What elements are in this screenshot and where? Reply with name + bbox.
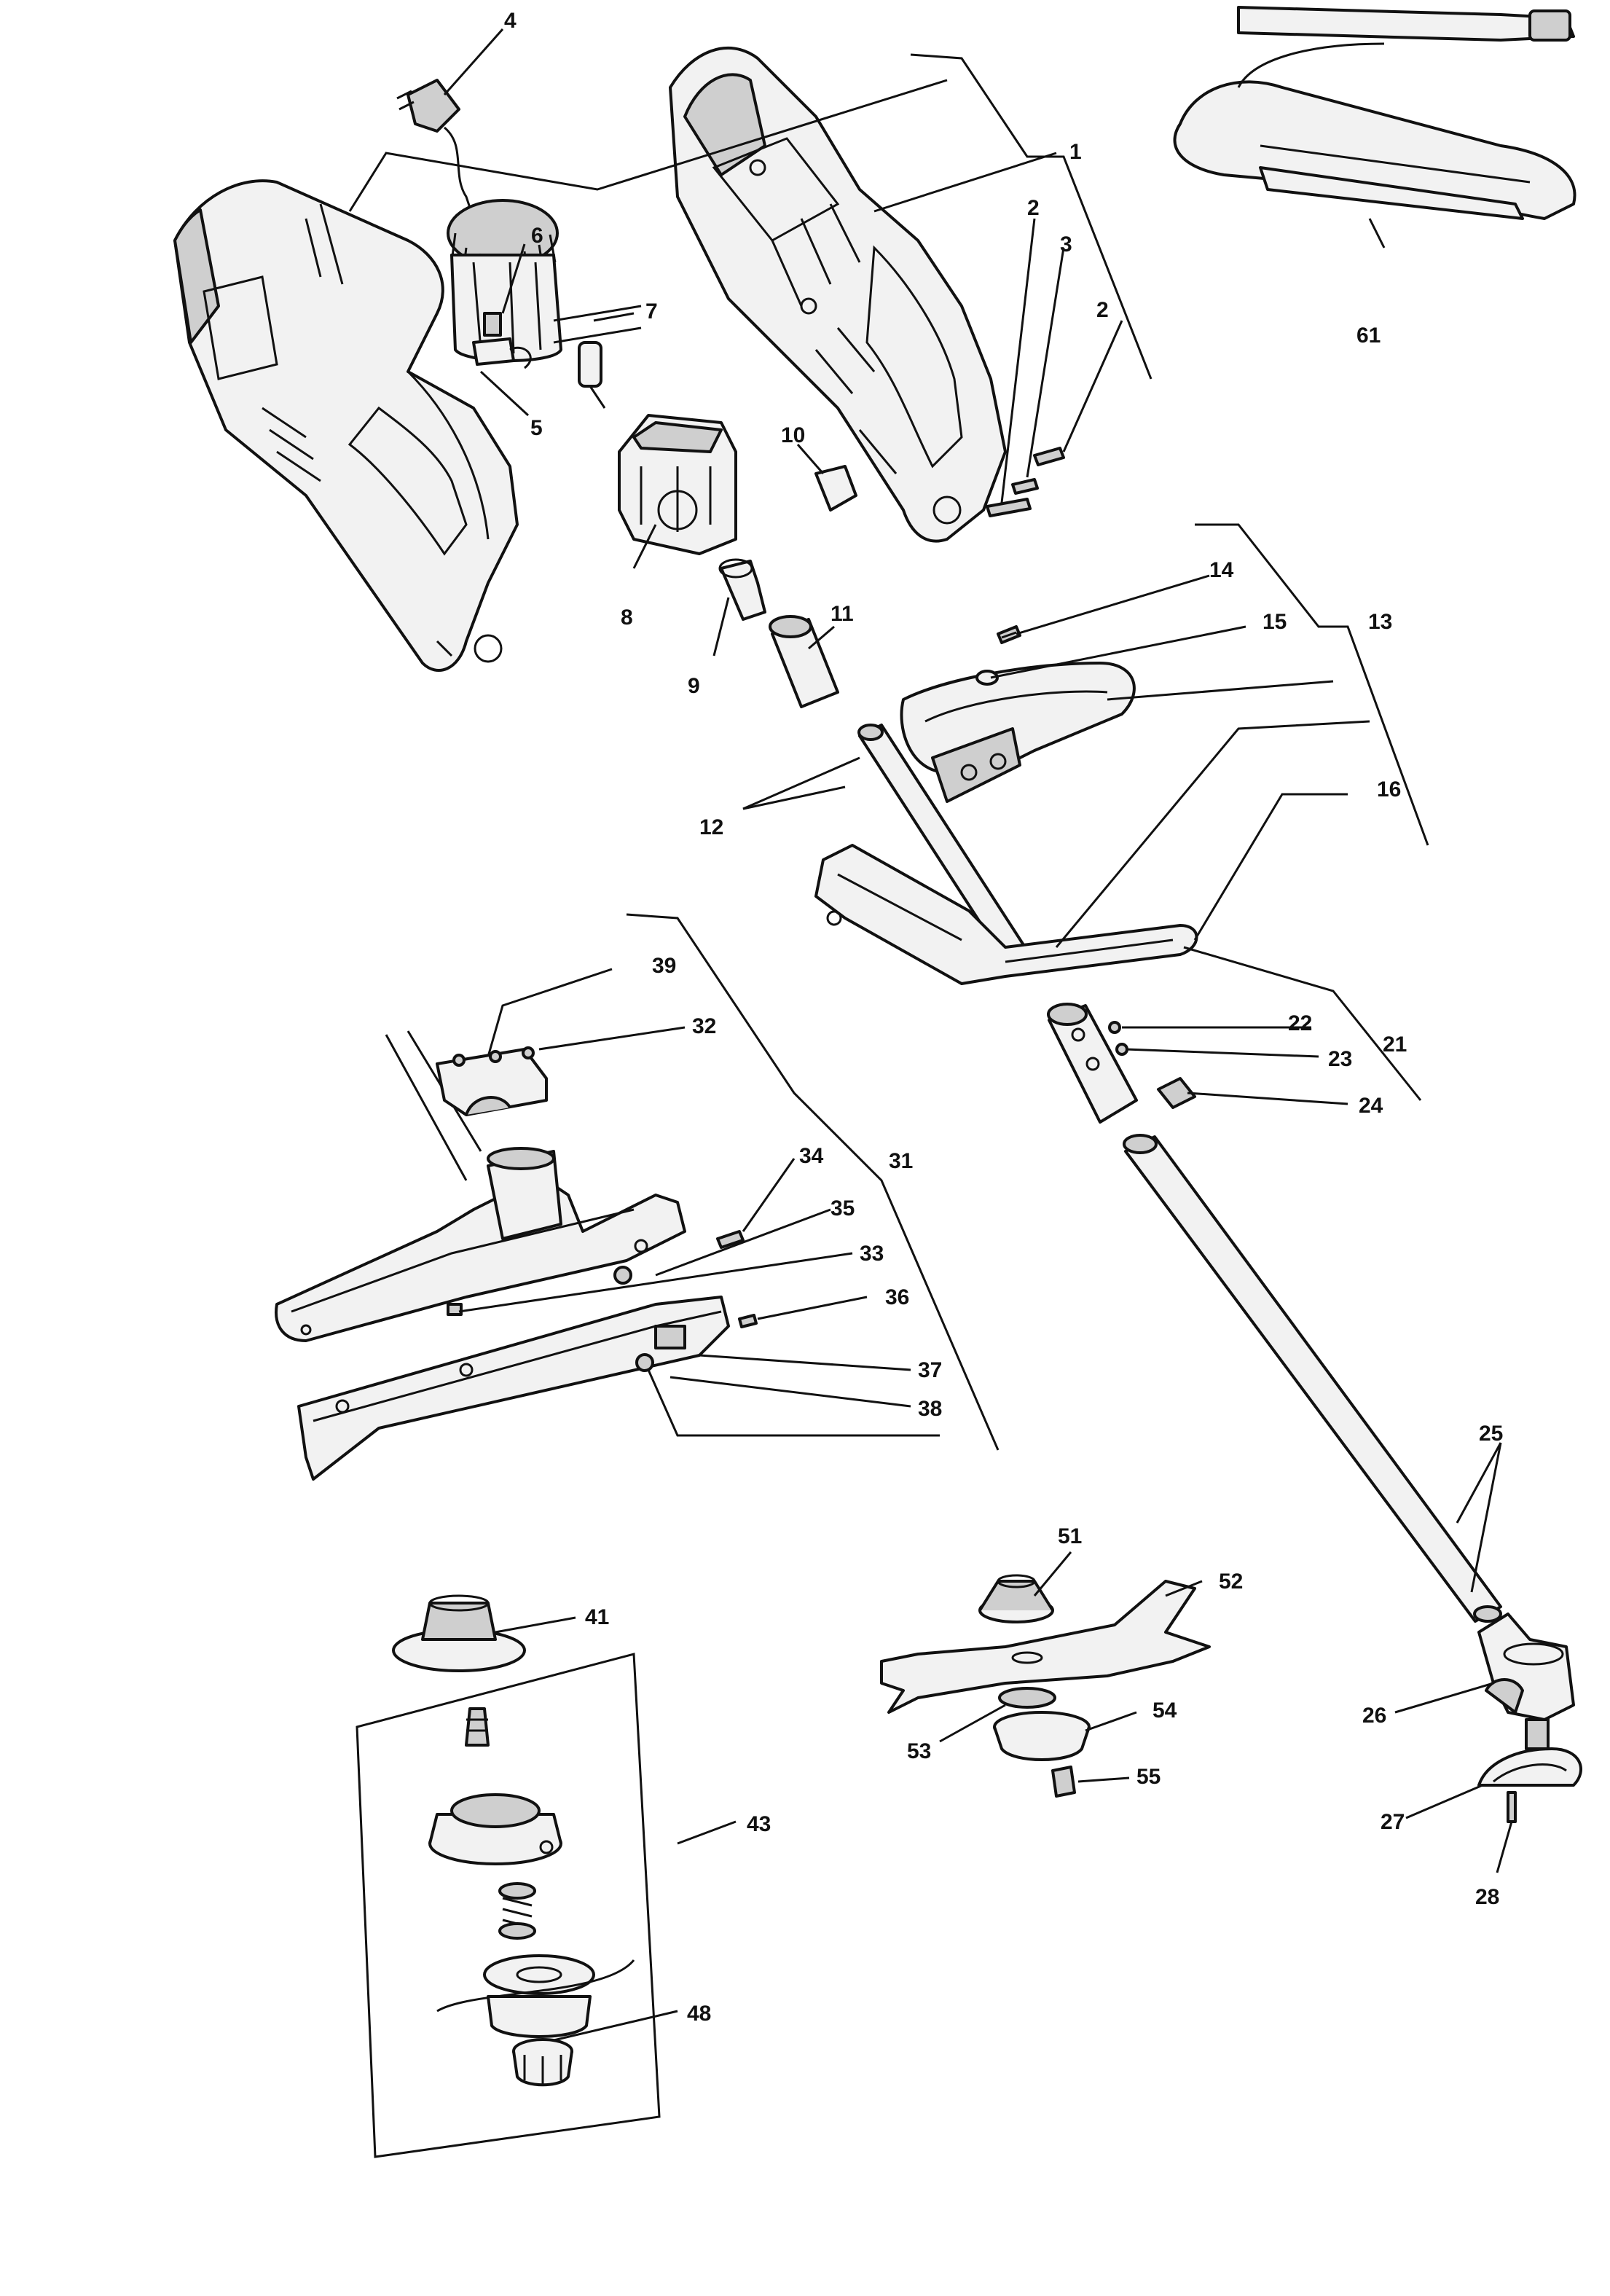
support-handle	[900, 662, 1136, 803]
callout-61: 61	[1356, 324, 1381, 348]
guard-screw	[1507, 1791, 1517, 1823]
shoulder-harness	[1173, 6, 1576, 220]
callout-7: 7	[645, 299, 658, 324]
callout-11: 11	[830, 602, 854, 626]
callout-16: 16	[1377, 777, 1401, 802]
spool-cover	[392, 1594, 526, 1672]
handle-screw-washer	[975, 625, 1021, 686]
motor-stator	[618, 414, 737, 555]
housing-screws	[986, 447, 1065, 517]
callout-24: 24	[1359, 1094, 1383, 1118]
clamp-collar	[1047, 1003, 1138, 1124]
callout-51: 51	[1058, 1524, 1082, 1548]
callout-2b: 2	[1096, 298, 1109, 322]
callout-6: 6	[531, 224, 543, 248]
callout-13: 13	[1368, 610, 1392, 634]
spool-knob	[512, 2038, 573, 2087]
callout-12: 12	[699, 815, 723, 839]
callout-10: 10	[781, 423, 805, 447]
callout-28: 28	[1475, 1885, 1499, 1909]
callout-31: 31	[889, 1149, 913, 1173]
callout-27: 27	[1381, 1810, 1405, 1834]
spool-line	[436, 1954, 635, 2038]
guard-upper	[275, 1147, 686, 1342]
guard-clamp	[385, 1030, 548, 1181]
motor-armature	[447, 199, 642, 409]
guard-fasteners	[447, 1230, 758, 1372]
spool-kit-box	[356, 1653, 661, 2158]
callout-34: 34	[799, 1144, 824, 1168]
callout-1: 1	[1069, 140, 1082, 164]
housing-right-half	[669, 46, 1007, 543]
callout-4: 4	[504, 9, 517, 33]
blade-washer	[998, 1687, 1056, 1709]
lower-motor-head	[1477, 1613, 1575, 1750]
callout-35: 35	[830, 1196, 855, 1221]
callout-55: 55	[1136, 1765, 1161, 1789]
clamp-screws	[1108, 1021, 1196, 1109]
cutting-blade	[880, 1580, 1211, 1714]
callout-22: 22	[1288, 1011, 1312, 1035]
callout-48: 48	[687, 2002, 711, 2026]
callout-37: 37	[918, 1358, 942, 1382]
blade-bolt	[1051, 1766, 1076, 1798]
blade-cup	[993, 1711, 1091, 1761]
callout-53: 53	[907, 1739, 931, 1763]
shaft-coupling	[718, 558, 766, 621]
spool-spring	[498, 1882, 536, 1940]
shaft-tube	[1123, 1134, 1502, 1623]
housing-left-half	[173, 179, 519, 672]
callout-25: 25	[1479, 1422, 1503, 1446]
callout-15: 15	[1263, 610, 1287, 634]
callout-52: 52	[1219, 1570, 1243, 1594]
motor-brush	[472, 337, 532, 369]
callout-33: 33	[860, 1242, 884, 1266]
callout-2a: 2	[1027, 196, 1040, 220]
callout-5: 5	[530, 416, 543, 440]
callout-26: 26	[1362, 1704, 1386, 1728]
side-handle	[814, 844, 1198, 985]
callout-9: 9	[688, 674, 700, 698]
callout-39: 39	[652, 954, 676, 978]
callout-21: 21	[1383, 1033, 1407, 1057]
clip	[814, 465, 857, 512]
guard-base	[1477, 1747, 1582, 1787]
power-cord-plug	[396, 79, 475, 219]
sleeve	[769, 615, 839, 708]
callout-38: 38	[918, 1397, 942, 1421]
callout-labels: 1 2 3 2 4 5 6 7 8 9 10 11 12 13 14 15 16…	[504, 9, 1503, 2026]
callout-43: 43	[747, 1812, 771, 1836]
blade-cap	[978, 1574, 1054, 1623]
leader-lines	[348, 28, 1513, 2042]
callout-23: 23	[1328, 1047, 1352, 1071]
spool-bolt	[465, 1707, 490, 1747]
group-brackets	[626, 53, 1429, 1451]
callout-54: 54	[1152, 1699, 1177, 1723]
callout-8: 8	[621, 606, 633, 630]
spool-housing	[428, 1793, 562, 1865]
callout-41: 41	[585, 1605, 609, 1629]
callout-36: 36	[885, 1285, 909, 1309]
callout-14: 14	[1209, 558, 1234, 582]
callout-3: 3	[1060, 232, 1072, 256]
callout-32: 32	[692, 1014, 716, 1038]
